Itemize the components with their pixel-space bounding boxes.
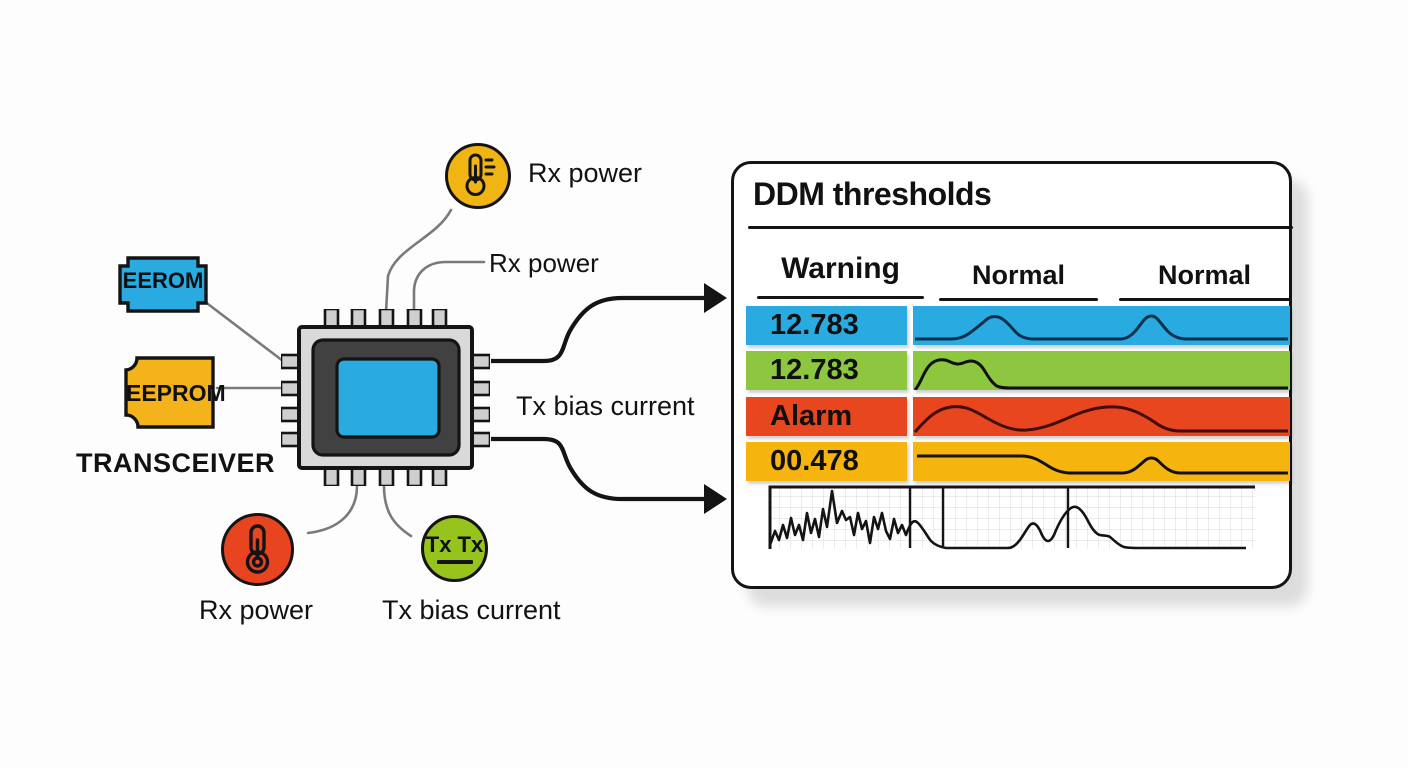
tx-badge-underline — [436, 559, 473, 564]
wire-chip-to-redcircle — [306, 484, 359, 535]
eerom-tag — [118, 256, 208, 313]
temp-sensor-bottom-circle — [221, 513, 294, 586]
transceiver-chip — [281, 309, 490, 486]
sensor-top-label: Rx power — [528, 158, 643, 188]
arrow-bottom-line — [491, 436, 706, 502]
transceiver-label: TRANSCEIVER — [76, 448, 276, 478]
arrow-bottom-head — [704, 484, 727, 514]
tx-bias-badge-circle: Tx Tx — [421, 515, 488, 582]
wire-eerom-to-chip — [202, 299, 285, 363]
thermometer-icon — [465, 153, 496, 196]
header-rule-normal-1 — [939, 298, 1098, 301]
title-rule — [748, 226, 1293, 229]
threshold-value-cell: 12.783 — [746, 351, 907, 390]
threshold-waveform-cell — [913, 397, 1290, 436]
header-rule-normal-2 — [1119, 298, 1290, 301]
signal-strip-chart — [768, 485, 1255, 550]
column-header-normal-2: Normal — [1157, 260, 1252, 290]
column-header-normal-1: Normal — [971, 260, 1066, 290]
threshold-waveform-cell — [913, 306, 1290, 345]
threshold-waveform-cell — [913, 351, 1290, 390]
threshold-value-cell: 00.478 — [746, 442, 907, 481]
temp-sensor-top-circle — [445, 143, 511, 209]
wire-rxlabel-to-chip — [412, 260, 486, 314]
strip-waveform — [768, 489, 1246, 550]
wire-chip-to-greencircle — [382, 484, 413, 538]
strip-border — [768, 485, 1255, 549]
arrow-top-line — [491, 295, 706, 364]
column-header-warning: Warning — [781, 252, 900, 285]
ddm-thresholds-panel: DDM thresholds Warning Normal Normal 12.… — [731, 161, 1293, 589]
eerom-label: EEROM — [122, 268, 204, 293]
panel-title: DDM thresholds — [753, 176, 992, 212]
threshold-value-cell: Alarm — [746, 397, 907, 436]
chip-core — [335, 357, 441, 439]
sensor-bottom-left-label: Rx power — [199, 595, 314, 625]
rx-power-mid-label: Rx power — [489, 248, 599, 278]
thermometer-icon — [245, 523, 269, 574]
arrow-top-head — [704, 283, 727, 313]
eeprom-tag — [124, 356, 215, 429]
threshold-value-cell: 12.783 — [746, 306, 907, 345]
eeprom-label: EEPROM — [126, 380, 226, 406]
sensor-bottom-right-label: Tx bias current — [382, 595, 561, 625]
threshold-waveform-cell — [913, 442, 1290, 481]
header-rule-warning — [757, 296, 924, 299]
tx-bias-mid-label: Tx bias current — [516, 391, 695, 421]
wire-topcircle-to-chip — [384, 208, 453, 314]
tx-badge-text: Tx Tx — [425, 531, 484, 557]
